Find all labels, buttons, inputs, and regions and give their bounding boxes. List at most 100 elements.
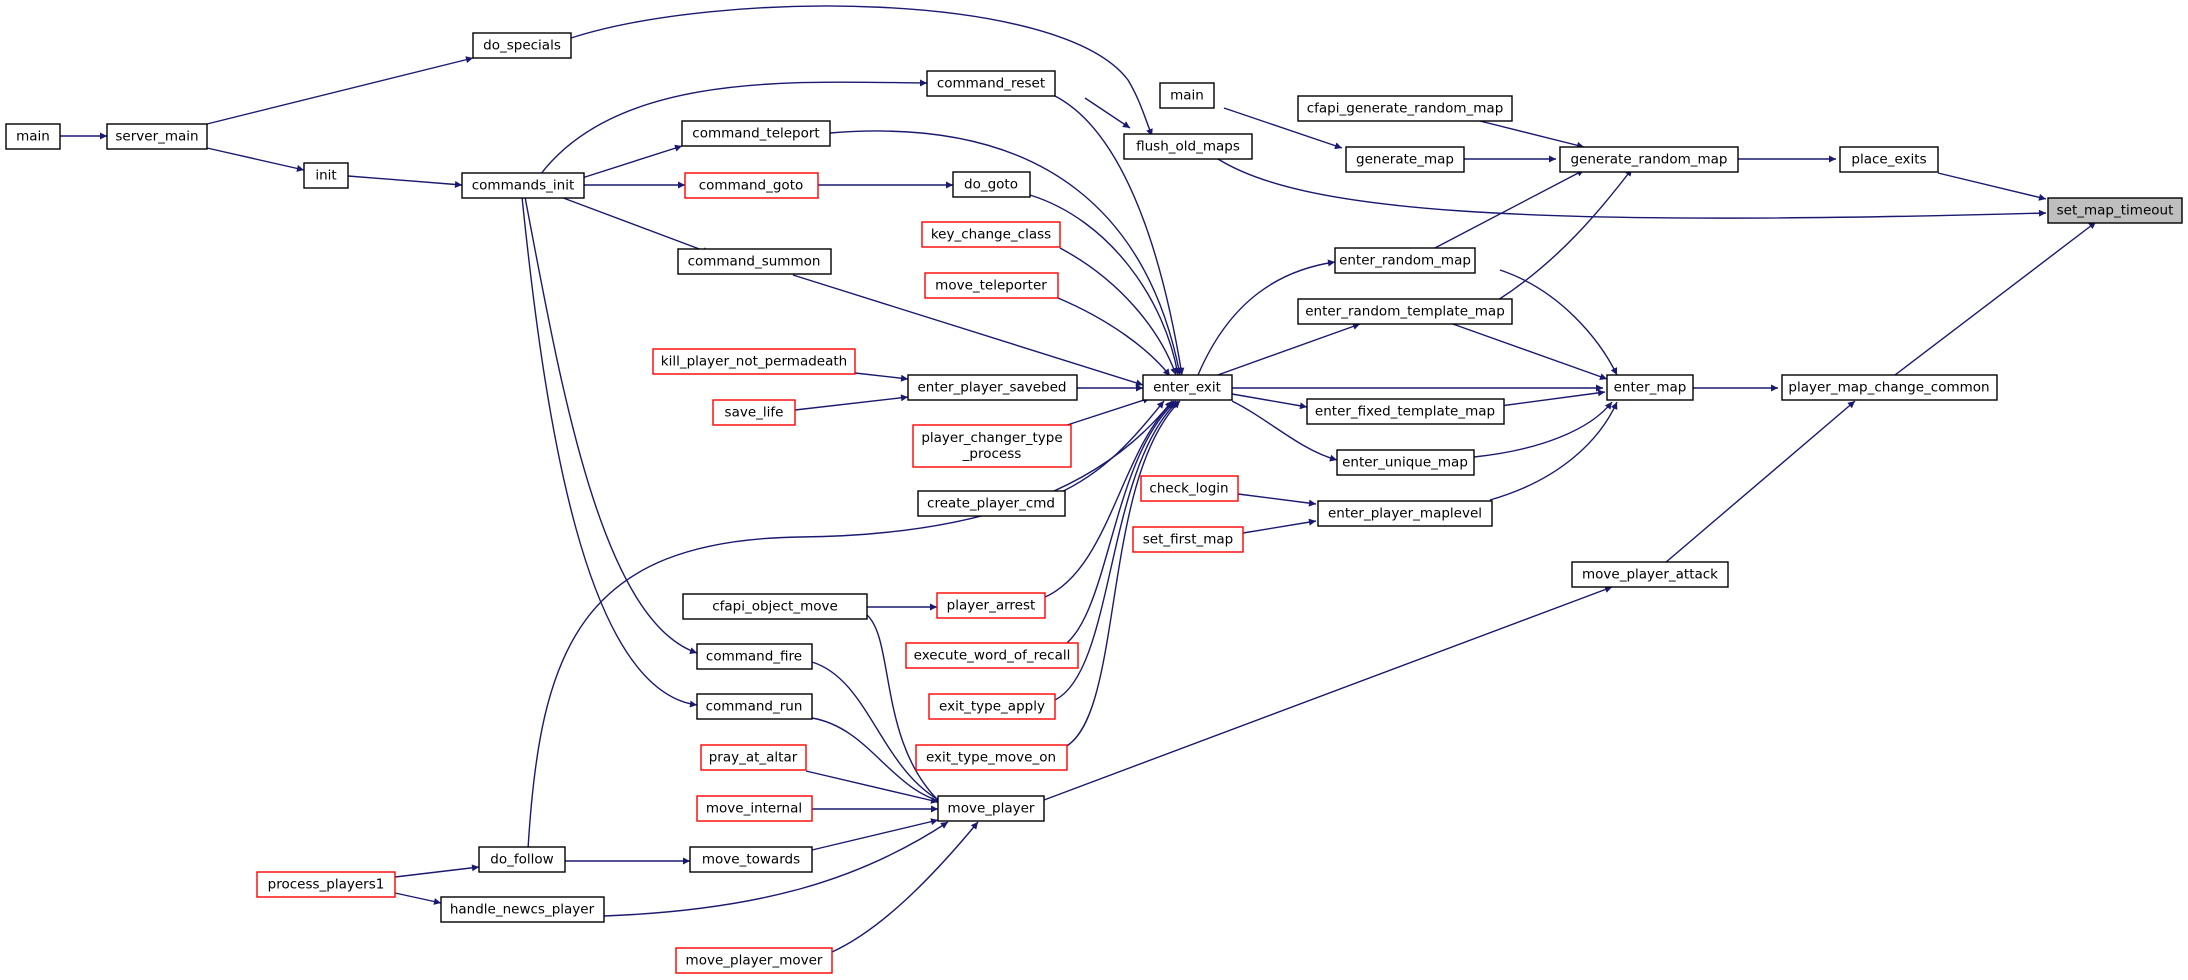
node-player-map-change-common[interactable]: player_map_change_common xyxy=(1781,374,1998,401)
node-enter-map[interactable]: enter_map xyxy=(1606,374,1694,401)
node-kill-player-not-permadeath-label: kill_player_not_permadeath xyxy=(661,354,847,370)
node-enter-player-savebed-label: enter_player_savebed xyxy=(918,380,1067,396)
node-key-change-class-label: key_change_class xyxy=(931,227,1051,243)
edge-move-player-to-move-player-attack xyxy=(1043,586,1613,801)
edge-server-main-to-init xyxy=(206,147,305,172)
node-commands-init-label: commands_init xyxy=(472,178,575,194)
node-save-life[interactable]: save_life xyxy=(712,399,796,426)
node-generate-map[interactable]: generate_map xyxy=(1345,146,1465,173)
edge-enter-random-map-to-generate-random-map xyxy=(1432,169,1585,250)
node-enter-random-template-map[interactable]: enter_random_template_map xyxy=(1297,298,1513,325)
node-flush-old-maps[interactable]: flush_old_maps xyxy=(1123,133,1253,160)
edge-create-player-cmd-to-enter-exit xyxy=(1056,400,1165,495)
node-enter-random-template-map-label: enter_random_template_map xyxy=(1305,304,1505,320)
node-enter-random-map-label: enter_random_map xyxy=(1339,253,1471,269)
node-server-main-label: server_main xyxy=(115,129,198,145)
node-command-reset-label: command_reset xyxy=(937,76,1045,92)
node-set-first-map-label: set_first_map xyxy=(1143,532,1234,548)
edge-process-players1-to-do-follow xyxy=(394,864,480,878)
node-enter-random-map[interactable]: enter_random_map xyxy=(1334,247,1476,274)
node-create-player-cmd[interactable]: create_player_cmd xyxy=(917,490,1066,517)
node-move-towards-label: move_towards xyxy=(702,852,800,868)
node-main[interactable]: main xyxy=(5,123,61,150)
node-process-players1[interactable]: process_players1 xyxy=(256,871,396,898)
node-enter-fixed-template-map[interactable]: enter_fixed_template_map xyxy=(1306,398,1505,425)
node-command-run[interactable]: command_run xyxy=(696,693,813,720)
node-kill-player-not-permadeath[interactable]: kill_player_not_permadeath xyxy=(652,348,856,375)
node-command-goto[interactable]: command_goto xyxy=(684,172,819,199)
node-set-first-map[interactable]: set_first_map xyxy=(1132,526,1244,553)
edge-player-map-change-common-to-set-map-timeout xyxy=(1894,221,2097,376)
node-move-teleporter[interactable]: move_teleporter xyxy=(924,272,1059,299)
node-exit-type-move-on[interactable]: exit_type_move_on xyxy=(915,744,1068,771)
edge-server-main-to-do-specials xyxy=(206,56,474,125)
node-cfapi-generate-random-map[interactable]: cfapi_generate_random_map xyxy=(1297,95,1513,122)
edge-cfapi-generate-random-map-to-generate-random-map xyxy=(1467,117,1585,149)
node-main-2[interactable]: main xyxy=(1159,82,1215,109)
node-player-changer-type-label-line2: _process xyxy=(962,446,1022,462)
node-move-player-mover[interactable]: move_player_mover xyxy=(675,947,833,974)
node-move-internal[interactable]: move_internal xyxy=(696,795,813,822)
node-exit-type-apply[interactable]: exit_type_apply xyxy=(928,693,1056,720)
node-move-teleporter-label: move_teleporter xyxy=(935,278,1047,294)
edge-enter-random-template-map-to-generate-random-map xyxy=(1497,168,1633,301)
edge-save-life-to-savebed xyxy=(794,394,909,411)
node-commands-init[interactable]: commands_init xyxy=(461,172,585,199)
node-enter-exit[interactable]: enter_exit xyxy=(1142,374,1233,401)
node-pray-at-altar[interactable]: pray_at_altar xyxy=(700,744,807,771)
edge-enter-exit-to-enter-fixed-template-map xyxy=(1231,393,1308,410)
node-move-towards[interactable]: move_towards xyxy=(689,846,813,873)
node-handle-newcs-player[interactable]: handle_newcs_player xyxy=(440,896,605,923)
node-check-login-label: check_login xyxy=(1149,481,1228,497)
node-main-2-label: main xyxy=(1170,88,1204,104)
node-enter-exit-label: enter_exit xyxy=(1153,380,1221,396)
node-command-teleport[interactable]: command_teleport xyxy=(681,120,831,147)
node-init-label: init xyxy=(315,168,336,184)
node-generate-map-label: generate_map xyxy=(1356,152,1454,168)
node-place-exits[interactable]: place_exits xyxy=(1839,146,1939,173)
node-set-map-timeout[interactable]: set_map_timeout xyxy=(2047,197,2183,224)
node-move-player-attack-label: move_player_attack xyxy=(1582,567,1718,583)
node-check-login[interactable]: check_login xyxy=(1140,475,1239,502)
edge-enter-random-map-to-enter-map xyxy=(1499,269,1618,376)
node-do-specials[interactable]: do_specials xyxy=(472,32,572,59)
node-move-player-attack[interactable]: move_player_attack xyxy=(1571,561,1729,588)
edge-command-run-to-move-player xyxy=(811,717,947,805)
node-enter-player-savebed[interactable]: enter_player_savebed xyxy=(907,374,1078,401)
node-cfapi-object-move[interactable]: cfapi_object_move xyxy=(682,593,868,620)
edge-main-b-to-generate-map xyxy=(1223,107,1343,150)
edge-command-summon-to-enter-exit xyxy=(792,274,1144,387)
edge-enter-exit-to-enter-random-template-map xyxy=(1214,323,1361,377)
edge-commands-init-to-command-fire xyxy=(524,196,698,655)
edge-init-to-commands-init xyxy=(347,175,463,188)
node-command-summon[interactable]: command_summon xyxy=(677,248,832,275)
edge-check-login-to-enter-player-maplevel xyxy=(1237,493,1317,507)
edge-handle-newcs-to-move-player xyxy=(603,821,949,917)
node-command-fire[interactable]: command_fire xyxy=(696,643,813,670)
node-move-player[interactable]: move_player xyxy=(937,795,1045,822)
node-player-arrest[interactable]: player_arrest xyxy=(936,592,1046,619)
edge-do-goto-to-enter-exit xyxy=(1029,194,1181,376)
edge-move-towards-to-move-player xyxy=(811,818,939,851)
node-do-follow[interactable]: do_follow xyxy=(478,846,566,873)
edge-commands-init-to-command-summon xyxy=(557,195,711,254)
node-execute-word-of-recall[interactable]: execute_word_of_recall xyxy=(905,642,1079,669)
node-command-reset[interactable]: command_reset xyxy=(926,70,1056,97)
node-server-main[interactable]: server_main xyxy=(106,123,208,150)
node-key-change-class[interactable]: key_change_class xyxy=(921,221,1061,248)
edge-player-arrest-to-enter-exit xyxy=(1042,400,1175,599)
node-flush-old-maps-label: flush_old_maps xyxy=(1136,139,1240,155)
node-player-changer-type-process[interactable]: player_changer_type_process xyxy=(912,424,1072,468)
node-main-label: main xyxy=(16,129,50,145)
node-move-internal-label: move_internal xyxy=(706,801,802,817)
node-enter-player-maplevel[interactable]: enter_player_maplevel xyxy=(1317,500,1493,527)
node-init[interactable]: init xyxy=(303,162,349,189)
node-handle-newcs-player-label: handle_newcs_player xyxy=(450,902,595,918)
edge-move-player-attack-to-player-map-change-common xyxy=(1664,400,1856,564)
node-do-goto[interactable]: do_goto xyxy=(952,171,1031,198)
node-exit-type-move-on-label: exit_type_move_on xyxy=(926,750,1056,766)
edge-exit-type-move-on-to-enter-exit xyxy=(1062,400,1181,749)
node-enter-unique-map[interactable]: enter_unique_map xyxy=(1336,449,1475,476)
node-generate-random-map[interactable]: generate_random_map xyxy=(1559,146,1739,173)
